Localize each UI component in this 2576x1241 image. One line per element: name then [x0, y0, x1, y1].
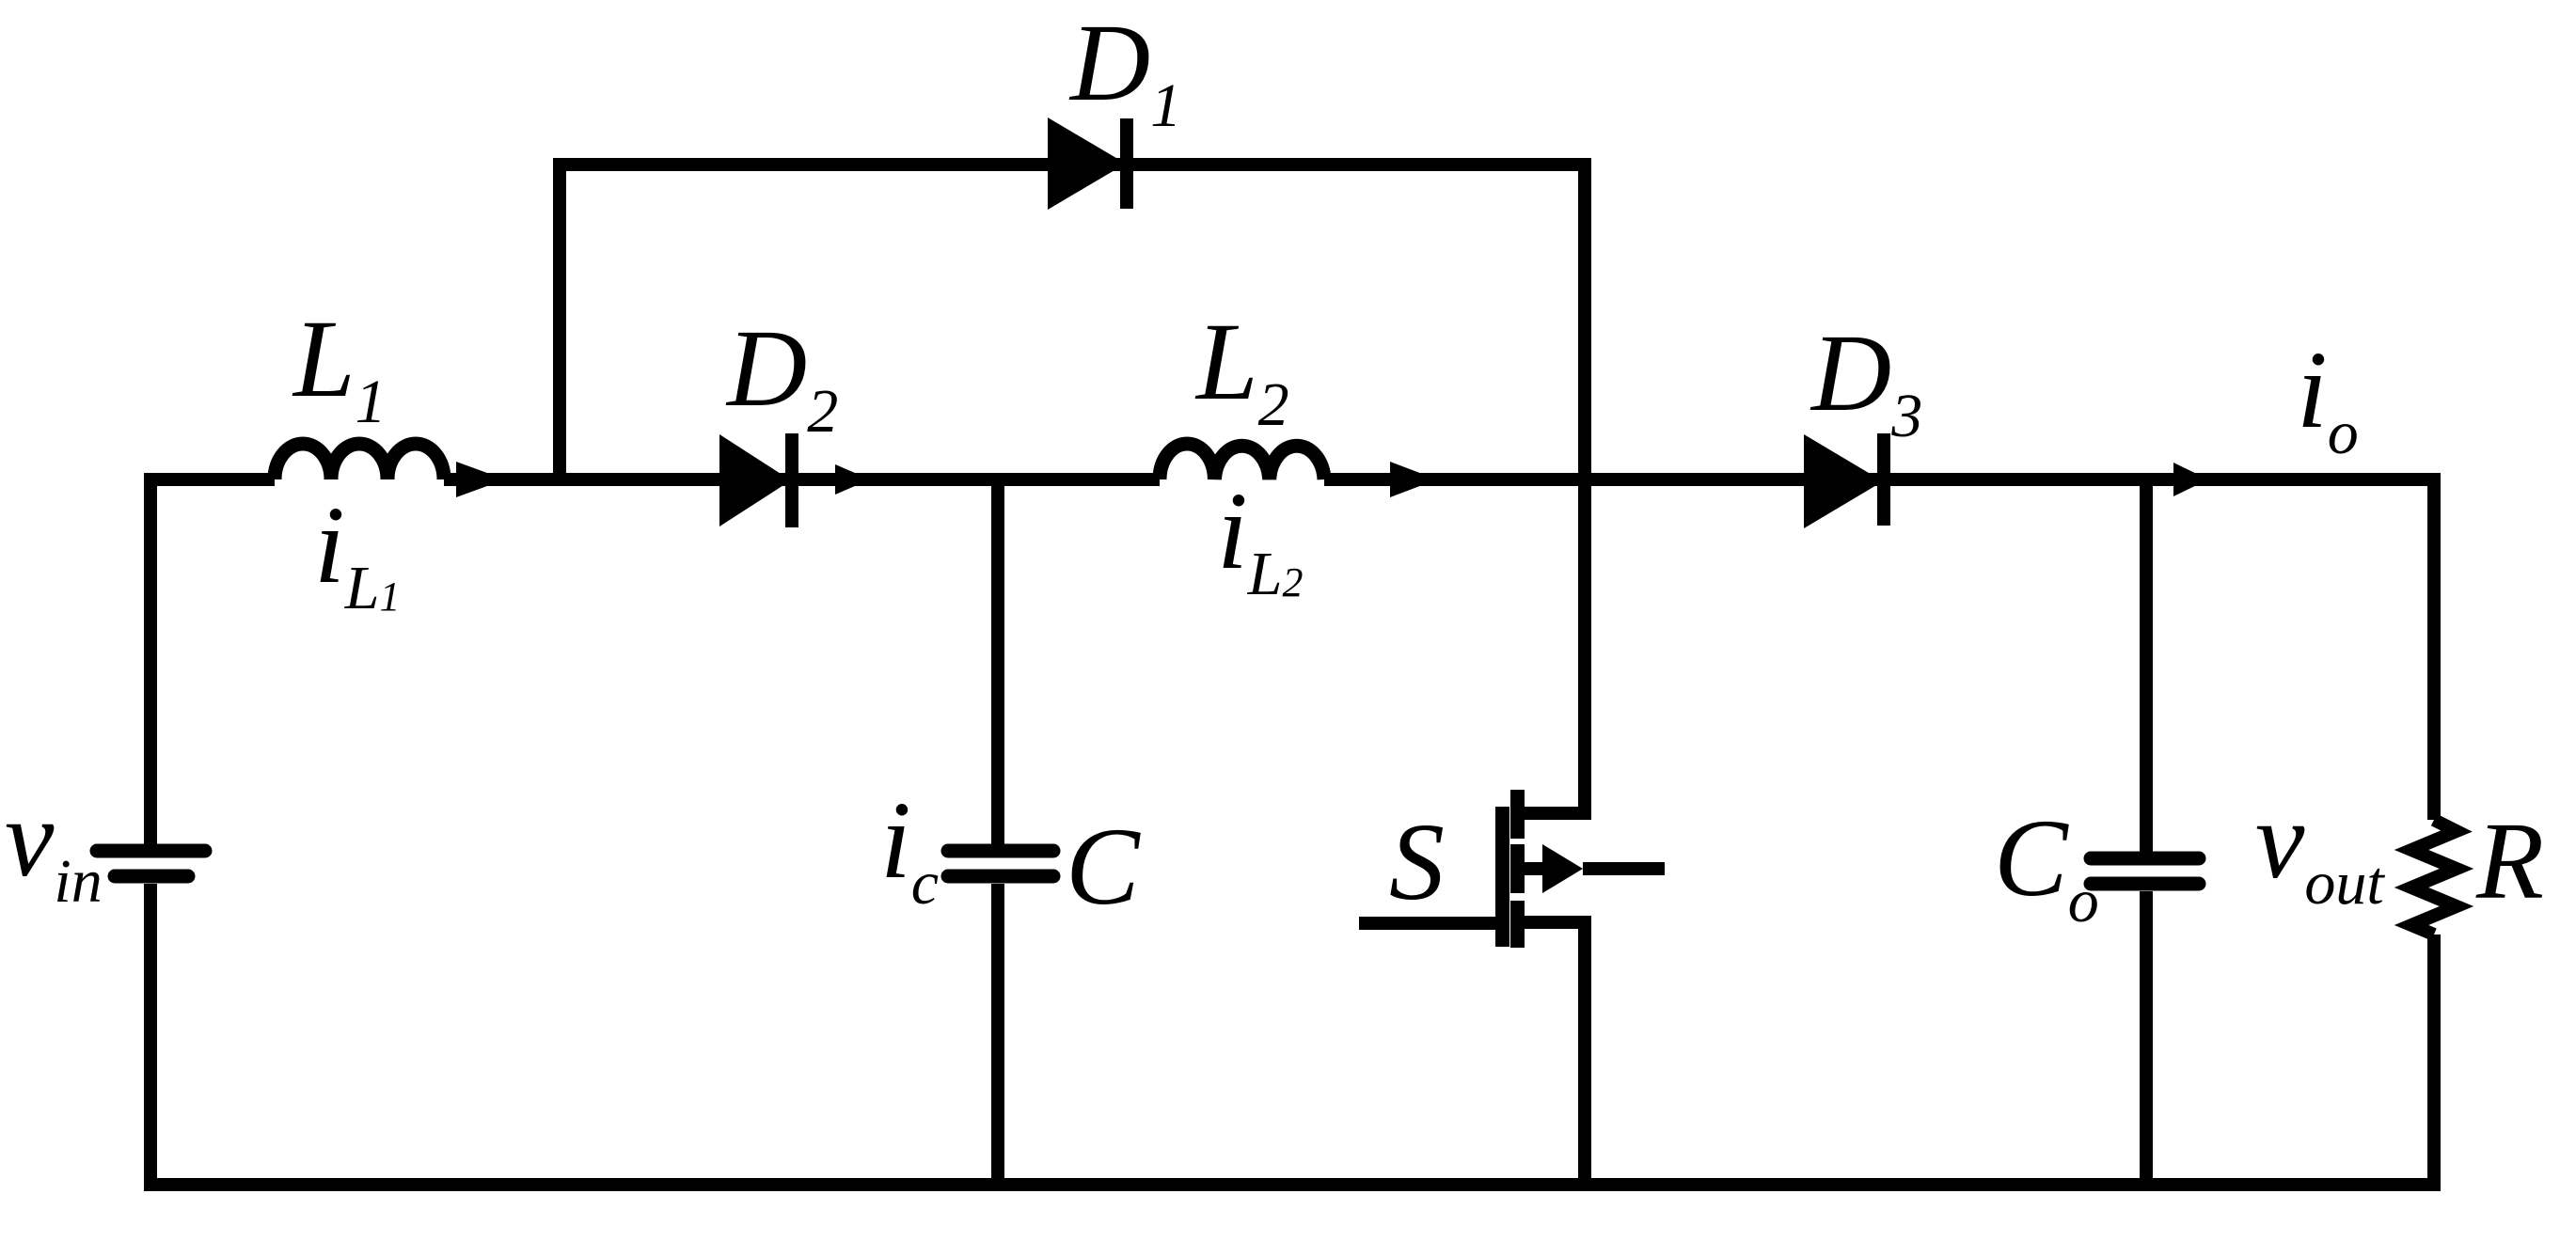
current-arrow-il1: [456, 462, 505, 497]
current-arrow-il2: [1390, 462, 1437, 497]
label-r: R: [2476, 799, 2545, 922]
wires: [144, 158, 2441, 1191]
diode-d1: [1048, 118, 1133, 210]
label-l1: L1: [293, 297, 387, 436]
label-vin: vin: [5, 777, 103, 916]
label-vout: vout: [2255, 778, 2384, 918]
label-ic: ic: [880, 778, 940, 918]
mosfet-s: [1359, 790, 1665, 948]
label-co: Co: [1994, 796, 2099, 935]
wire-main-right: [1324, 473, 2441, 820]
label-il2: iL2: [1217, 469, 1304, 608]
wire-source-down: [1517, 916, 1591, 1185]
label-il1: iL1: [314, 483, 401, 622]
label-c: C: [1066, 805, 1140, 928]
label-d2: D2: [727, 306, 839, 446]
wire-bottom-rail: [144, 884, 2441, 1191]
label-io: io: [2297, 328, 2359, 467]
inductor-l2: [1152, 436, 1332, 480]
dc-source-vin: [89, 843, 213, 884]
wire-left-top: [144, 473, 275, 844]
inductor-l1: [267, 436, 451, 480]
resistor-r: [2394, 813, 2474, 941]
current-arrow-io: [2173, 463, 2208, 496]
label-s: S: [1389, 800, 1445, 923]
capacitor-co: [2083, 851, 2206, 891]
diode-d2: [719, 433, 798, 527]
label-d1: D1: [1070, 1, 1182, 140]
capacitor-c: [940, 843, 1061, 884]
diode-d3: [1804, 433, 1890, 528]
wire-top-loop: [553, 158, 1591, 820]
current-arrow-d2: [835, 464, 870, 495]
label-d3: D3: [1811, 311, 1923, 450]
label-l2: L2: [1196, 300, 1289, 439]
